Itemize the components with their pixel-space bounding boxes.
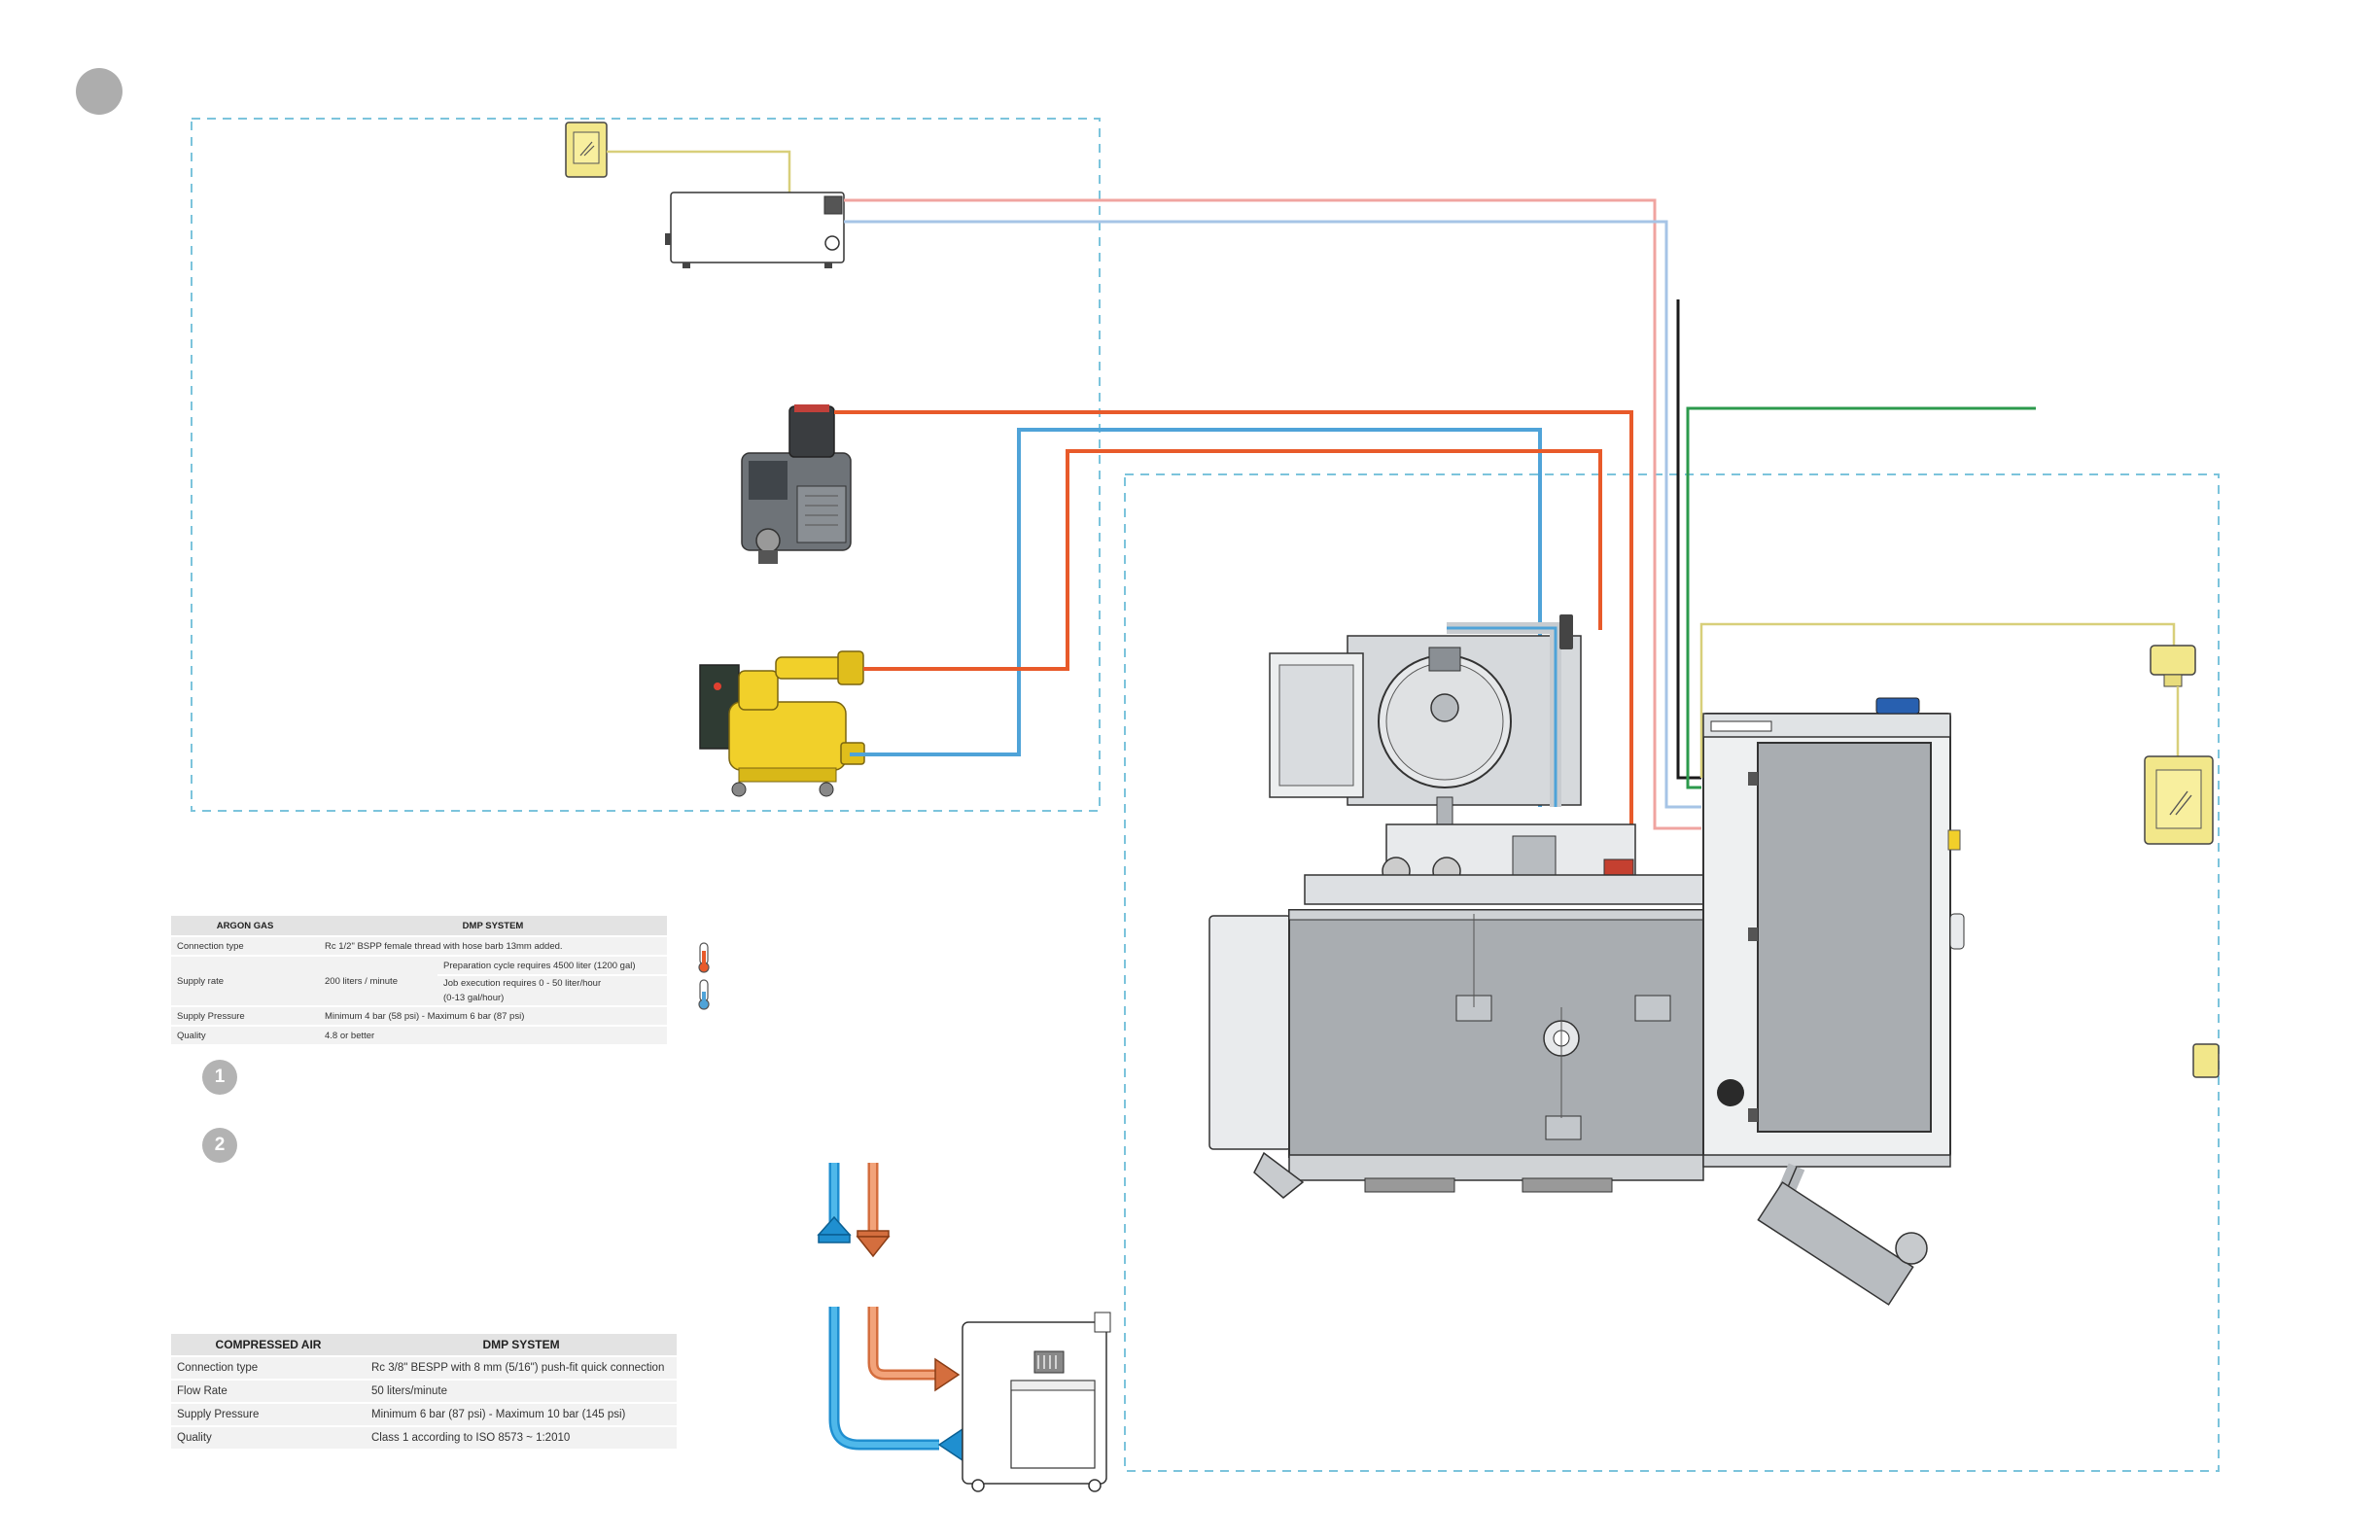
cold-supply-arrow — [817, 1163, 852, 1243]
table-row: Quality Class 1 according to ISO 8573 ~ … — [171, 1427, 677, 1449]
table-row: Supply Pressure Minimum 4 bar (58 psi) -… — [171, 1007, 667, 1025]
hot-inlet-arrowhead — [934, 1357, 961, 1392]
step-badge-1: 1 — [202, 1060, 237, 1095]
vacuum-pump — [741, 404, 852, 564]
cold-outlet-arrowhead — [937, 1427, 963, 1462]
air-flow-value: 50 liters/minute — [366, 1381, 677, 1402]
air-quality-value: Class 1 according to ISO 8573 ~ 1:2010 — [366, 1427, 677, 1449]
power-plug-icon — [2150, 645, 2196, 687]
argon-supply-rate-value: 200 liters / minute — [319, 957, 438, 1005]
hot-inlet-pipe — [867, 1307, 935, 1381]
printer-machine — [1208, 614, 1965, 1306]
vacuum-line-lower — [863, 449, 1602, 671]
air-flow-label: Flow Rate — [171, 1381, 366, 1402]
table-row: Quality 4.8 or better — [171, 1027, 667, 1044]
argon-header-medium: ARGON GAS — [171, 916, 319, 935]
roots-pump — [699, 650, 865, 797]
table-row: Flow Rate 50 liters/minute — [171, 1381, 677, 1402]
argon-header-system: DMP SYSTEM — [319, 916, 667, 935]
air-quality-label: Quality — [171, 1427, 366, 1449]
machine-power-cable — [1699, 622, 2176, 778]
hot-return-arrow — [856, 1163, 891, 1258]
argon-job-note: Job execution requires 0 - 50 liter/hour… — [438, 976, 667, 1005]
air-header-system: DMP SYSTEM — [366, 1334, 677, 1355]
argon-gas-spec-table: ARGON GAS DMP SYSTEM Connection type Rc … — [171, 914, 667, 1046]
argon-pressure-label: Supply Pressure — [171, 1007, 319, 1025]
thermometer-cold-icon — [698, 979, 710, 1010]
argon-preparation-note: Preparation cycle requires 4500 liter (1… — [438, 957, 667, 974]
power-cable-chiller — [607, 150, 791, 192]
water-return-line — [850, 428, 1542, 807]
argon-quality-value: 4.8 or better — [319, 1027, 667, 1044]
chiller-unit — [665, 192, 845, 268]
air-pressure-label: Supply Pressure — [171, 1404, 366, 1425]
air-connection-label: Connection type — [171, 1357, 366, 1379]
water-chiller — [962, 1312, 1111, 1492]
air-header-medium: COMPRESSED AIR — [171, 1334, 366, 1355]
air-connection-value: Rc 3/8" BESPP with 8 mm (5/16") push-fit… — [366, 1357, 677, 1379]
power-outlet-icon — [565, 122, 608, 178]
thermometer-hot-icon — [698, 942, 710, 973]
table-row: Supply rate 200 liters / minute Preparat… — [171, 957, 667, 1005]
argon-connection-label: Connection type — [171, 937, 319, 955]
table-row: Connection type Rc 3/8" BESPP with 8 mm … — [171, 1357, 677, 1379]
hot-line-light — [844, 198, 1701, 830]
argon-supply-rate-label: Supply rate — [171, 957, 319, 1005]
argon-table-header: ARGON GAS DMP SYSTEM — [171, 916, 667, 935]
ground-cable — [1686, 406, 2036, 789]
table-row: Job execution requires 0 - 50 liter/hour… — [171, 976, 667, 1005]
argon-job-note-line1: Job execution requires 0 - 50 liter/hour — [443, 978, 602, 989]
air-pressure-value: Minimum 6 bar (87 psi) - Maximum 10 bar … — [366, 1404, 677, 1425]
table-row: Connection type Rc 1/2" BSPP female thre… — [171, 937, 667, 955]
argon-pressure-value: Minimum 4 bar (58 psi) - Maximum 6 bar (… — [319, 1007, 667, 1025]
argon-job-note-line2: (0-13 gal/hour) — [443, 993, 505, 1003]
cold-line-light — [844, 220, 1701, 809]
step-badge-2: 2 — [202, 1128, 237, 1163]
argon-quality-label: Quality — [171, 1027, 319, 1044]
argon-connection-value: Rc 1/2" BSPP female thread with hose bar… — [319, 937, 667, 955]
emergency-stop-icon — [2192, 1043, 2220, 1078]
compressed-air-spec-table: COMPRESSED AIR DMP SYSTEM Connection typ… — [171, 1332, 677, 1451]
main-power-cable — [1676, 299, 1701, 780]
machine-boundary — [1124, 473, 2220, 1472]
air-table-header: COMPRESSED AIR DMP SYSTEM — [171, 1334, 677, 1355]
utilities-boundary — [191, 118, 1101, 812]
table-row: Supply Pressure Minimum 6 bar (87 psi) -… — [171, 1404, 677, 1425]
power-outlet-icon — [2144, 755, 2214, 845]
vacuum-line-upper — [834, 410, 1633, 856]
section-badge — [76, 68, 122, 115]
